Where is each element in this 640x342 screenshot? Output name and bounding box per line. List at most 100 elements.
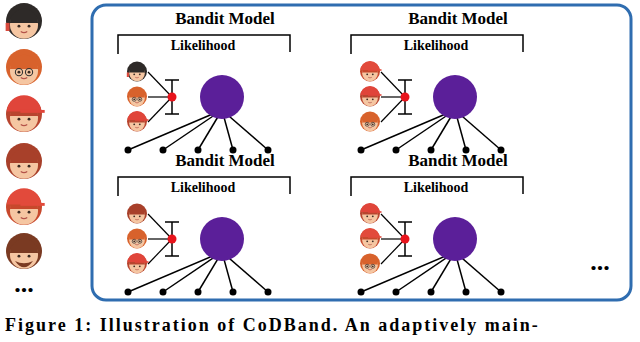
avatar-fringe [129, 232, 145, 240]
avatar-eye [28, 25, 31, 28]
arm-dot [358, 289, 365, 296]
error-bar-cap [398, 79, 412, 81]
avatar-fringe [362, 257, 378, 265]
avatar-cap-brim [368, 94, 382, 96]
error-bar-cap [398, 221, 412, 223]
avatar-hair [127, 87, 147, 107]
avatar-eye [133, 215, 135, 217]
avatar-eye [133, 265, 135, 267]
user-avatar [127, 62, 147, 82]
arm-line [361, 252, 455, 292]
user-avatar [127, 253, 149, 274]
avatar-cap-brim [135, 261, 149, 263]
avatar-hair [127, 62, 147, 82]
arm-dot [230, 289, 237, 296]
estimate-dot [401, 93, 410, 102]
avatar-eye [18, 165, 21, 168]
avatar-glasses [132, 97, 136, 101]
bandit-model-figure [351, 35, 523, 154]
estimate-dot [401, 235, 410, 244]
avatar-glasses [365, 264, 369, 268]
error-bar-cap [398, 255, 412, 257]
avatar-face [362, 258, 378, 274]
avatar-fringe [129, 90, 145, 98]
avatar-eye [133, 123, 135, 125]
avatar-eye [366, 265, 368, 267]
model-node [433, 217, 477, 261]
bandit-model-figure [351, 177, 523, 296]
avatar-eye [139, 123, 141, 125]
user-avatar [127, 87, 147, 107]
arm-dot [393, 289, 400, 296]
avatar-cap [7, 95, 41, 111]
avatar-mouth [368, 269, 372, 271]
avatar-eye [139, 73, 141, 75]
arm-dot [125, 147, 132, 154]
avatar-eye [28, 255, 31, 258]
avatar-eye [372, 98, 374, 100]
avatar-mouth [135, 244, 139, 246]
likelihood-bracket [351, 177, 523, 196]
arm-line [128, 110, 222, 150]
panel-title: Bandit Model [175, 10, 275, 29]
avatar-face [362, 116, 378, 132]
avatar-mouth [135, 219, 139, 221]
avatar-mouth [368, 219, 372, 221]
avatar-hair [6, 96, 42, 132]
panel-title: Bandit Model [175, 152, 275, 171]
model-pool-frame [92, 5, 631, 300]
user-avatar [6, 143, 42, 179]
avatar-fringe [129, 65, 145, 73]
avatar-cap [361, 228, 380, 237]
avatar-hair [127, 229, 147, 249]
avatar-cap [128, 111, 147, 120]
arm-dot [428, 289, 435, 296]
avatar-hair [360, 254, 380, 274]
avatar-eye [18, 118, 21, 121]
avatar-glasses [25, 69, 32, 76]
user-link [381, 214, 405, 239]
user-avatar [360, 228, 382, 249]
likelihood-label: Likelihood [171, 38, 236, 53]
error-bar-cap [398, 113, 412, 115]
error-bar-cap [165, 221, 179, 223]
estimate-dot [168, 93, 177, 102]
avatar-eye [366, 123, 368, 125]
avatar-eye [372, 240, 374, 242]
panel-title: Bandit Model [408, 10, 508, 29]
avatar-eye [133, 73, 135, 75]
avatar-eye [139, 240, 141, 242]
avatar-mouth [368, 127, 372, 129]
avatar-cap-brim [368, 211, 382, 213]
user-avatar [360, 112, 380, 132]
avatar-hair [360, 87, 380, 107]
avatar-eye [133, 98, 135, 100]
avatar-hair [127, 254, 147, 274]
avatar-cap [361, 203, 380, 212]
avatar-headset [127, 73, 129, 78]
figure-caption: Figure 1: Illustration of CoDBand. An ad… [5, 316, 540, 336]
avatar-cap-brim [135, 119, 149, 121]
error-bar-cap [165, 255, 179, 257]
user-avatar [127, 204, 147, 224]
arm-dot [498, 289, 505, 296]
avatar-mouth [21, 172, 27, 173]
user-avatar [6, 3, 42, 39]
likelihood-label: Likelihood [404, 180, 469, 195]
avatar-hair [360, 204, 380, 224]
user-link [148, 214, 172, 239]
user-avatar [6, 188, 45, 225]
user-link [381, 97, 405, 122]
user-link [381, 72, 405, 97]
user-avatar [6, 233, 42, 269]
avatar-mouth [135, 127, 139, 129]
avatar-cap-brim [20, 203, 44, 206]
avatar-beard [15, 261, 33, 267]
avatar-headset [6, 23, 10, 31]
user-avatar [6, 95, 45, 132]
model-node [200, 217, 244, 261]
error-bar-cap [165, 79, 179, 81]
model-node [200, 75, 244, 119]
avatar-eye [18, 71, 21, 74]
